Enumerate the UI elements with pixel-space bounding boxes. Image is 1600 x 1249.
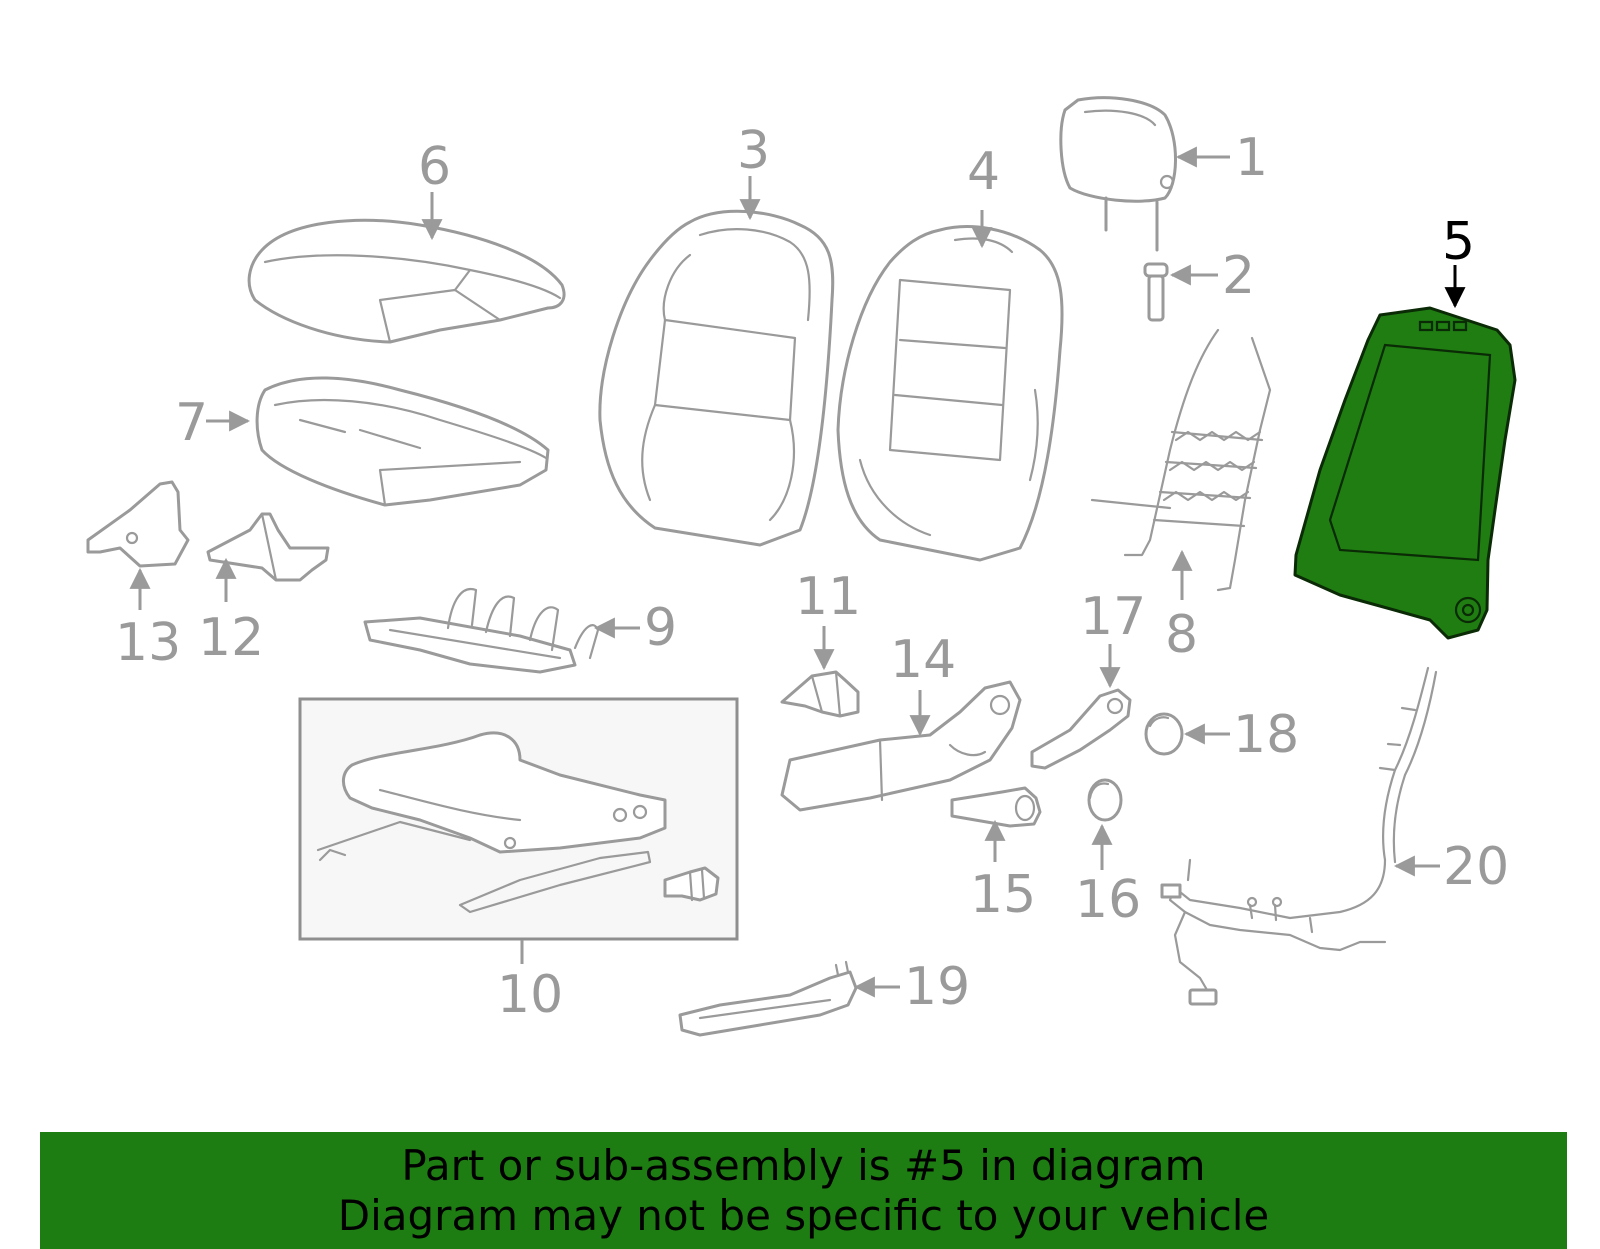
banner-line-2: Diagram may not be specific to your vehi… [337, 1190, 1270, 1240]
part-19-inner-trim[interactable] [678, 960, 858, 1037]
callout-7: 7 [175, 393, 208, 453]
part-20-wire-harness[interactable] [1160, 666, 1438, 1006]
callout-6: 6 [418, 137, 451, 197]
part-2-guide[interactable] [1143, 262, 1169, 322]
callout-20: 20 [1443, 837, 1509, 897]
part-12-bracket[interactable] [206, 512, 330, 582]
callout-15: 15 [970, 865, 1036, 925]
part-17-lever[interactable] [1030, 688, 1132, 770]
part-16-cap[interactable] [1087, 778, 1123, 822]
part-6-cushion-cover[interactable] [247, 218, 566, 344]
info-banner: Part or sub-assembly is #5 in diagram Di… [40, 1132, 1567, 1249]
part-13-side-bracket[interactable] [86, 480, 190, 568]
callout-18: 18 [1233, 705, 1299, 765]
part-18-cover-cap[interactable] [1144, 712, 1184, 756]
part-5-seat-back-frame[interactable] [1293, 306, 1517, 640]
callout-14: 14 [890, 630, 956, 690]
callout-17: 17 [1080, 587, 1146, 647]
callout-16: 16 [1075, 870, 1141, 930]
callout-1: 1 [1235, 128, 1268, 188]
part-15-recliner-handle[interactable] [950, 786, 1042, 828]
callout-8: 8 [1165, 605, 1198, 665]
part-10-seat-adjuster[interactable] [298, 697, 739, 941]
callout-9: 9 [644, 598, 677, 658]
callout-19: 19 [904, 957, 970, 1017]
part-3-seat-back-cover[interactable] [598, 209, 835, 547]
callout-2: 2 [1222, 246, 1255, 306]
part-1-headrest[interactable] [1059, 96, 1177, 252]
part-8-lumbar-spring[interactable] [1090, 328, 1272, 592]
callout-10: 10 [497, 965, 563, 1025]
callout-5: 5 [1442, 212, 1475, 272]
callout-11: 11 [795, 567, 861, 627]
callout-13: 13 [115, 613, 181, 673]
part-4-seat-back-pad[interactable] [836, 225, 1064, 562]
banner-line-1: Part or sub-assembly is #5 in diagram [401, 1140, 1206, 1190]
part-7-cushion-pad[interactable] [255, 376, 550, 507]
callout-12: 12 [198, 608, 264, 668]
part-9-cushion-spring[interactable] [363, 587, 600, 674]
part-14-outer-shield[interactable] [780, 680, 1022, 812]
callout-4: 4 [967, 142, 1000, 202]
callout-3: 3 [737, 121, 770, 181]
part-11-clip[interactable] [780, 670, 860, 718]
